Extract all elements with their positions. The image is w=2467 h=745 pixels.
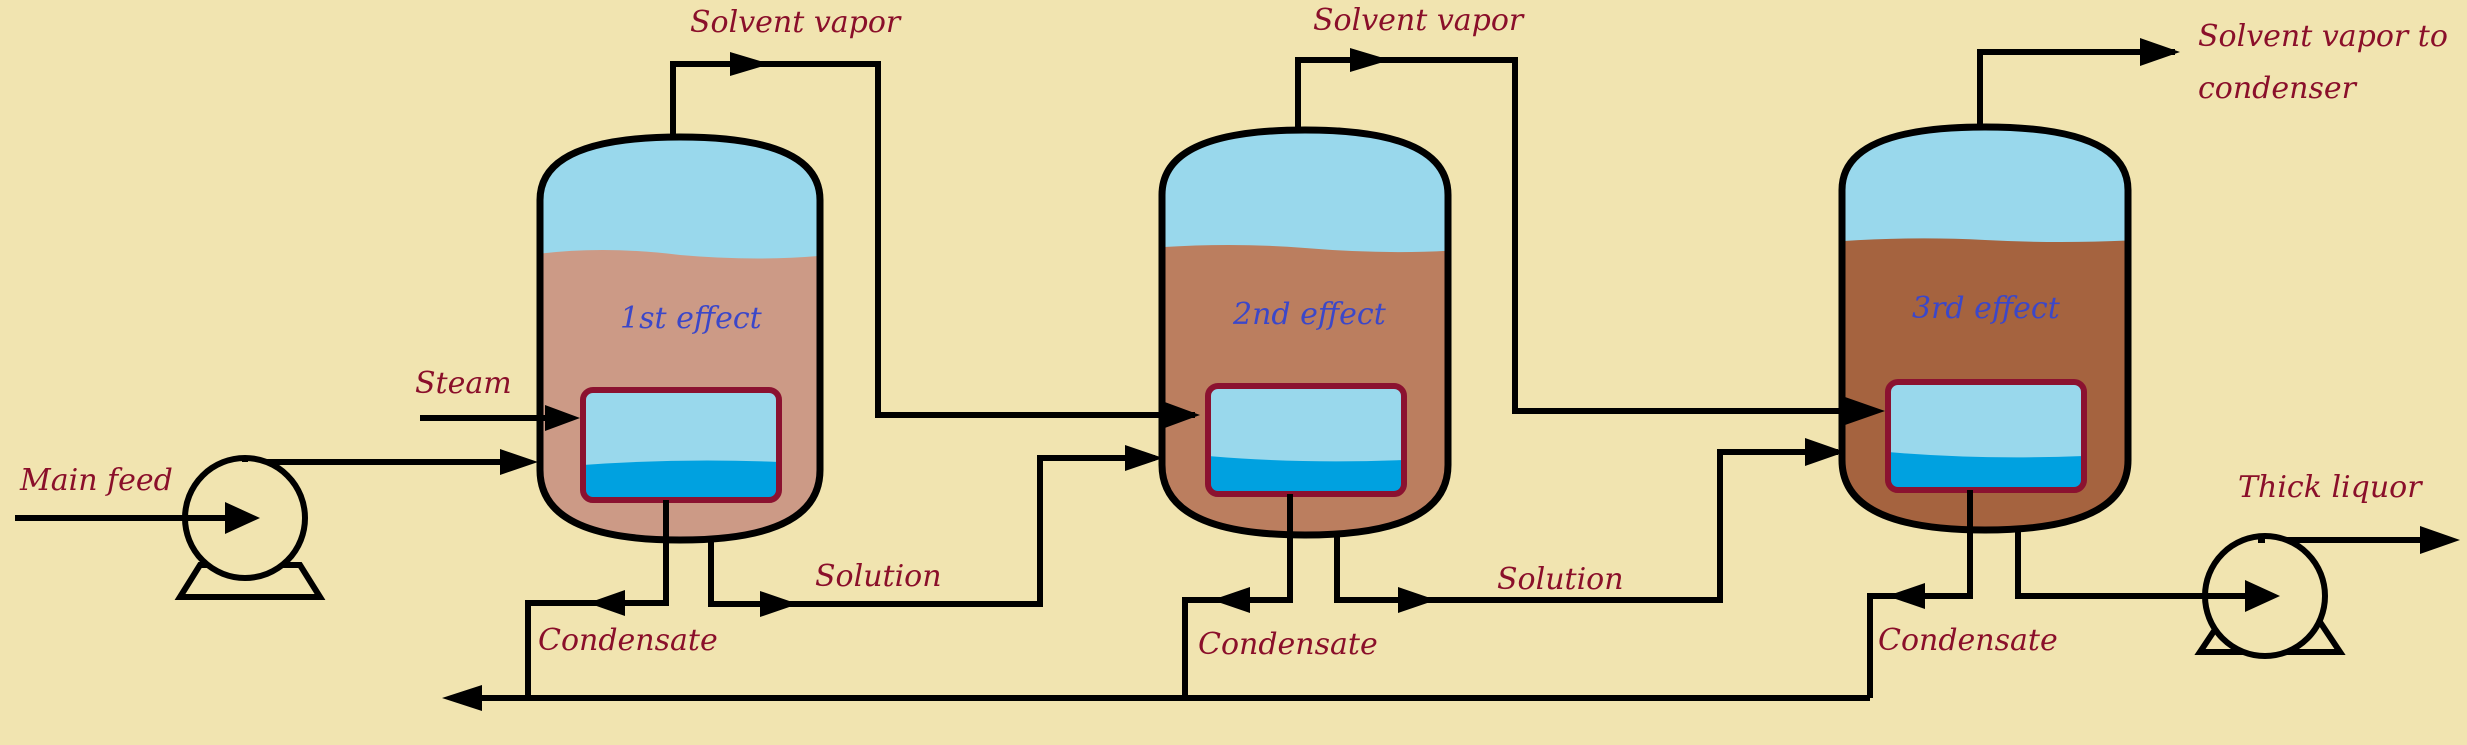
vapor-line-3: [1977, 49, 2175, 127]
vapor-line-1: [670, 61, 1195, 418]
vessel-outline-3: [1838, 123, 2132, 534]
arrow-coil-3: [1845, 397, 1885, 425]
coil-border-1: [580, 387, 782, 503]
arrow-solution-1: [760, 591, 798, 617]
arrow-vapor-3: [2140, 38, 2180, 66]
effect-2-label: 2nd effect: [1232, 297, 1387, 332]
label-solvent-vapor-1: Solvent vapor: [690, 5, 902, 40]
label-main-feed: Main feed: [19, 463, 173, 498]
vapor-line-2: [1295, 57, 1875, 414]
effect-1-vessel: 1st effect: [536, 133, 824, 544]
label-solvent-vapor-3-line1: Solvent vapor to: [2198, 19, 2448, 54]
effect-2-vessel: 2nd effect: [1158, 126, 1452, 539]
arrow-solution-in-2: [1125, 445, 1163, 471]
arrow-thick-liquor: [2420, 526, 2460, 554]
vessel-outline-2: [1158, 126, 1452, 539]
solution-line-2: [1334, 449, 1838, 603]
feed-pump-arrow: [225, 502, 260, 534]
product-pump: [2194, 533, 2346, 659]
coil-water-2: [1208, 456, 1404, 494]
flow-arrows: [442, 38, 2460, 711]
label-thick-liquor: Thick liquor: [2238, 470, 2423, 505]
arrow-vapor-2: [1350, 48, 1390, 72]
thick-liquor-line: [2015, 530, 2265, 599]
arrow-feed-in: [500, 449, 538, 475]
vessel-outline-1: [536, 133, 824, 544]
arrow-vapor-1: [730, 52, 770, 76]
label-solvent-vapor-2: Solvent vapor: [1313, 3, 1525, 38]
label-condensate-1: Condensate: [538, 623, 718, 658]
arrow-solution-2: [1398, 587, 1436, 613]
feed-pump-base: [174, 562, 326, 600]
arrow-condensate-1: [588, 590, 625, 616]
effect-3-vessel: 3rd effect: [1838, 123, 2132, 534]
label-solution-1: Solution: [815, 559, 942, 594]
product-pump-arrow: [2245, 580, 2280, 612]
arrow-condensate-3: [1887, 583, 1925, 609]
label-solution-2: Solution: [1497, 562, 1624, 597]
coil-water-3: [1888, 452, 2084, 490]
label-condensate-2: Condensate: [1198, 627, 1378, 662]
coil-border-2: [1205, 383, 1407, 497]
effect-3-label: 3rd effect: [1912, 291, 2061, 326]
feed-pump: [174, 455, 326, 600]
arrow-solution-in-3: [1805, 438, 1845, 466]
effect-1-label: 1st effect: [620, 301, 763, 336]
solution-line-1: [708, 455, 1155, 607]
arrow-condensate-out: [442, 685, 482, 711]
arrow-condensate-2: [1212, 587, 1250, 613]
coil-water-1: [583, 460, 779, 500]
label-solvent-vapor-3-line2: condenser: [2198, 71, 2358, 106]
coil-border-3: [1885, 379, 2087, 493]
label-condensate-3: Condensate: [1878, 623, 2058, 658]
label-steam: Steam: [415, 366, 512, 401]
arrow-coil-2: [1162, 401, 1200, 429]
arrow-steam: [545, 405, 580, 431]
